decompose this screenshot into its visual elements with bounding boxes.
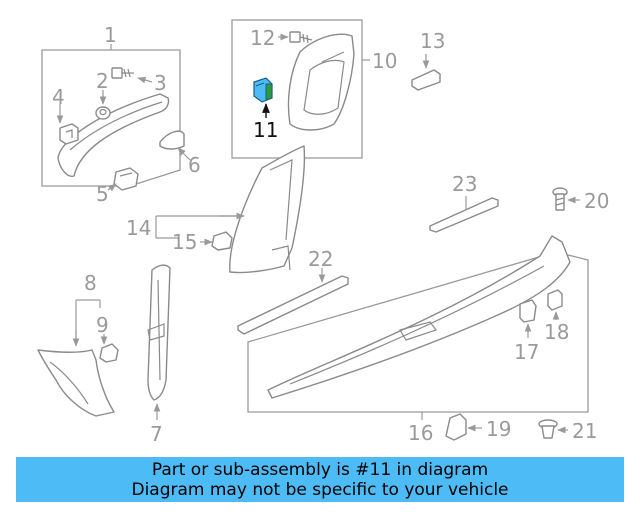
banner-line-2: Diagram may not be specific to your vehi… <box>131 480 509 500</box>
assembly-16-box <box>247 251 589 413</box>
callout-12: 12 <box>250 26 275 50</box>
callout-19: 19 <box>486 417 511 441</box>
trim-clip-13 <box>411 69 441 91</box>
callout-20: 20 <box>584 189 609 213</box>
banner-line-1: Part or sub-assembly is #11 in diagram <box>151 460 489 480</box>
retainer-clip <box>99 343 119 363</box>
push-pin-21 <box>538 419 558 439</box>
callout-7: 7 <box>150 422 163 446</box>
callout-21: 21 <box>572 419 597 443</box>
assembly-1-box <box>41 49 181 187</box>
screw <box>289 31 313 44</box>
callout-15: 15 <box>172 230 197 254</box>
highlighted-part-11 <box>253 77 273 103</box>
kick-panel-trim <box>37 349 115 417</box>
callout-3: 3 <box>154 71 167 95</box>
callout-5: 5 <box>96 182 109 206</box>
screw-20 <box>552 187 568 211</box>
callout-4: 4 <box>52 85 65 109</box>
callout-9: 9 <box>96 313 109 337</box>
callout-13: 13 <box>420 29 445 53</box>
retainer-clip <box>519 299 537 323</box>
assembly-10-group <box>231 19 370 159</box>
retainer-nut <box>95 106 111 120</box>
callout-17: 17 <box>514 340 539 364</box>
bolt <box>111 67 134 79</box>
retainer-clip <box>113 167 139 191</box>
upper-pillar-trim <box>287 33 355 131</box>
assembly-1-group <box>41 44 191 192</box>
rocker-panel-trim <box>267 235 571 399</box>
callout-23: 23 <box>452 172 477 196</box>
callout-8: 8 <box>84 271 97 295</box>
scuff-plate-strip <box>237 275 349 335</box>
pillar-trim-strip <box>57 93 170 177</box>
callout-10: 10 <box>372 49 397 73</box>
callout-1: 1 <box>104 23 117 47</box>
center-pillar-trim <box>229 145 306 274</box>
callout-2: 2 <box>96 69 109 93</box>
retainer-clip-19 <box>445 413 467 441</box>
info-banner: Part or sub-assembly is #11 in diagram D… <box>16 457 624 502</box>
retainer-clip <box>547 289 563 311</box>
door-sill-strip <box>429 197 499 233</box>
callout-16: 16 <box>408 421 433 445</box>
callout-14: 14 <box>126 216 151 240</box>
retainer-clip <box>211 231 233 251</box>
callout-11: 11 <box>253 118 278 142</box>
trim-cap <box>159 130 185 150</box>
callout-22: 22 <box>308 247 333 271</box>
retainer-clip <box>59 123 79 145</box>
callout-18: 18 <box>544 320 569 344</box>
callout-6: 6 <box>188 153 201 177</box>
assembly-16-group <box>247 235 589 420</box>
